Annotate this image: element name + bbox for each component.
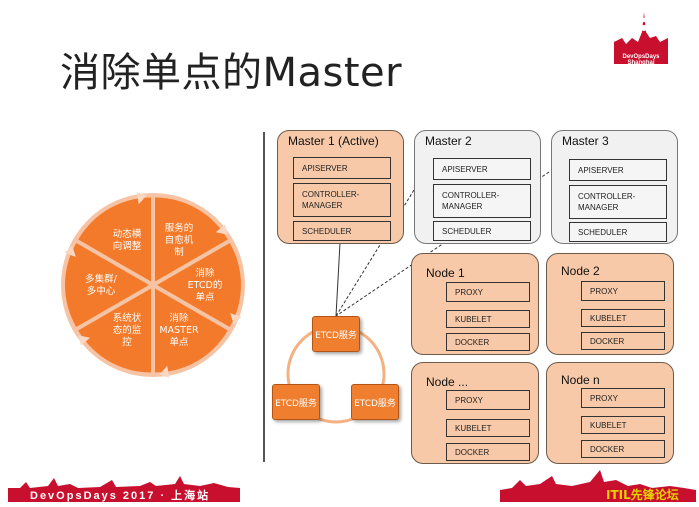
logo-text: DevOpsDays Shanghai (622, 54, 660, 66)
master1-etcd-line (335, 242, 341, 317)
node-ellipsis-docker: DOCKER (446, 443, 530, 461)
master-3-title: Master 3 (562, 134, 609, 148)
cycle-sector (78, 288, 151, 373)
footer-band-left (8, 488, 240, 502)
cycle-arrow (230, 313, 242, 325)
section-divider (263, 132, 265, 462)
cycle-arrow (136, 192, 147, 205)
node-2-proxy: PROXY (581, 281, 665, 301)
master-2-scheduler: SCHEDULER (433, 221, 531, 241)
cycle-label: 多集群/多中心 (85, 273, 118, 297)
master-2-box: Master 2 APISERVER CONTROLLER- MANAGER S… (414, 130, 541, 244)
node-2-box: Node 2 PROXY KUBELET DOCKER (546, 253, 674, 355)
cycle-label: 服务的自愈机制 (165, 222, 194, 258)
cycle-sector (155, 288, 228, 373)
cycle-sector (78, 197, 151, 282)
node-n-box: Node n PROXY KUBELET DOCKER (546, 362, 674, 464)
cycle-sector (65, 243, 149, 327)
master-2-controller-manager: CONTROLLER- MANAGER (433, 184, 531, 218)
footer-event-text: DevOpsDays 2017 · 上海站 (30, 490, 211, 502)
cycle-arrow (78, 335, 91, 346)
etcd-service-left: ETCD服务 (272, 384, 320, 420)
master-1-box: Master 1 (Active) APISERVER CONTROLLER- … (277, 130, 404, 244)
node-1-docker: DOCKER (446, 333, 530, 351)
node-ellipsis-box: Node ... PROXY KUBELET DOCKER (411, 362, 539, 464)
cycle-sector (155, 197, 228, 282)
cycle-label: 动态横向调整 (113, 228, 142, 252)
node-1-title: Node 1 (426, 266, 465, 280)
node-ellipsis-kubelet: KUBELET (446, 419, 530, 437)
node-n-title: Node n (561, 373, 600, 387)
devopsdays-logo: DevOpsDays Shanghai (612, 8, 670, 68)
node-1-proxy: PROXY (446, 282, 530, 302)
page-title: 消除单点的Master (60, 50, 403, 96)
master-3-apiserver: APISERVER (569, 159, 667, 181)
footer-band-right (500, 490, 696, 502)
node-2-kubelet: KUBELET (581, 309, 665, 327)
node-ellipsis-title: Node ... (426, 375, 469, 389)
master-1-apiserver: APISERVER (293, 157, 391, 179)
etcd-service-right: ETCD服务 (351, 384, 399, 420)
master-1-controller-manager: CONTROLLER- MANAGER (293, 183, 391, 217)
master-2-title: Master 2 (425, 134, 472, 148)
node-1-box: Node 1 PROXY KUBELET DOCKER (411, 253, 539, 355)
node-2-title: Node 2 (561, 264, 600, 278)
master-3-controller-manager: CONTROLLER- MANAGER (569, 185, 667, 219)
node-n-kubelet: KUBELET (581, 416, 665, 434)
master-1-scheduler: SCHEDULER (293, 221, 391, 241)
node-n-docker: DOCKER (581, 440, 665, 458)
master-3-scheduler: SCHEDULER (569, 222, 667, 242)
cycle-arrow (159, 365, 170, 378)
node-2-docker: DOCKER (581, 332, 665, 350)
watermark-text: ITIL先锋论坛 (606, 488, 679, 502)
cycle-arrow (64, 245, 76, 257)
node-n-proxy: PROXY (581, 388, 665, 408)
master-2-apiserver: APISERVER (433, 158, 531, 180)
cycle-label: 系统状态的监控 (113, 312, 142, 348)
cycle-arrow (215, 224, 228, 235)
footer-skyline (8, 470, 696, 502)
master-1-title: Master 1 (Active) (288, 134, 379, 148)
node-1-kubelet: KUBELET (446, 310, 530, 328)
cycle-sector (157, 243, 241, 327)
node-ellipsis-proxy: PROXY (446, 390, 530, 410)
skyline-logo-icon (614, 12, 668, 64)
etcd-service-top: ETCD服务 (312, 316, 360, 352)
master-3-box: Master 3 APISERVER CONTROLLER- MANAGER S… (551, 130, 678, 244)
